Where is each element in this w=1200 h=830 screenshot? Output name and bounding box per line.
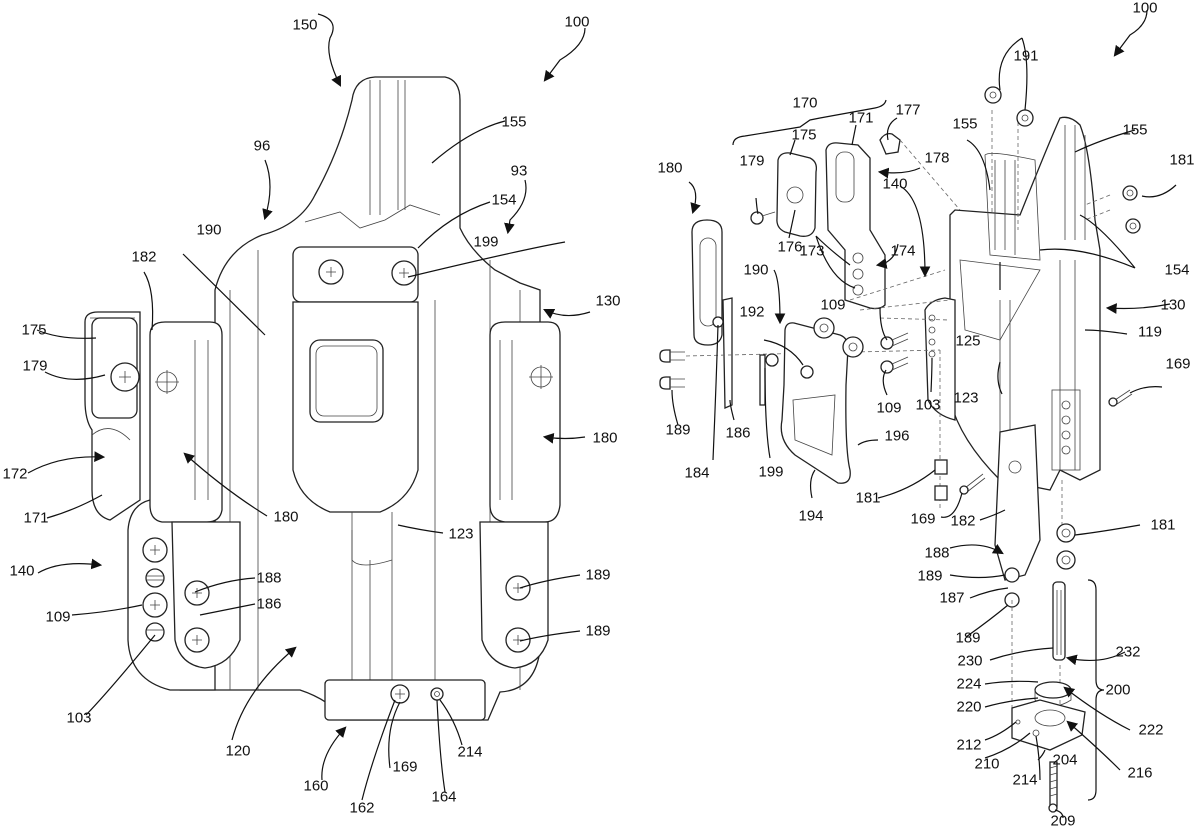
ref-label: 181 (1150, 516, 1176, 534)
ref-label: 173 (799, 242, 825, 260)
ref-label: 184 (684, 464, 710, 482)
plate-171-exploded (825, 142, 886, 310)
ref-label: 100 (564, 13, 590, 31)
ref-label: 169 (910, 510, 936, 528)
pin-230 (1052, 581, 1066, 661)
ref-label: 214 (457, 743, 483, 761)
ref-label: 220 (956, 698, 982, 716)
ref-label: 140 (882, 175, 908, 193)
ref-label: 119 (1138, 323, 1162, 341)
clip-180-right (489, 321, 561, 523)
ref-label: 192 (739, 303, 765, 321)
ref-label: 125 (955, 332, 981, 350)
ref-label: 176 (777, 238, 803, 256)
clip-180-left (149, 321, 223, 523)
ref-label: 130 (595, 292, 621, 310)
cap-220 (1034, 681, 1072, 699)
ref-label: 222 (1138, 721, 1164, 739)
exploded-holster-body (949, 116, 1101, 491)
ref-label: 190 (743, 261, 769, 279)
block-210 (1011, 699, 1086, 751)
ref-label: 210 (974, 755, 1000, 773)
ref-label: 169 (392, 758, 418, 776)
ref-label: 178 (924, 149, 950, 167)
ref-label: 204 (1052, 751, 1078, 769)
bracket-200 (1087, 579, 1105, 801)
ref-label: 190 (196, 221, 222, 239)
ref-label: 230 (957, 652, 983, 670)
ref-label: 160 (303, 777, 329, 795)
ref-label: 196 (884, 427, 910, 445)
ref-label: 175 (791, 126, 817, 144)
ref-label: 189 (917, 567, 943, 585)
ref-label: 155 (952, 115, 978, 133)
ref-label: 186 (256, 595, 282, 613)
ref-label: 224 (956, 675, 982, 693)
assembled-holster-view (27, 13, 591, 801)
ref-label: 199 (758, 463, 784, 481)
ref-label: 123 (953, 389, 979, 407)
set-screw-214-icon (430, 687, 444, 701)
ref-label: 180 (657, 159, 683, 177)
ref-label: 154 (491, 191, 517, 209)
ref-label: 164 (431, 788, 457, 806)
ref-label: 214 (1012, 771, 1038, 789)
ref-label: 103 (66, 709, 92, 727)
ref-label: 109 (45, 608, 71, 626)
ref-label: 171 (23, 509, 49, 527)
ref-label: 100 (1132, 0, 1158, 17)
ref-label: 177 (895, 101, 921, 119)
ref-label: 181 (1169, 151, 1195, 169)
ref-label: 162 (349, 799, 375, 817)
ref-label: 189 (585, 566, 611, 584)
ref-label: 175 (21, 321, 47, 339)
ref-label: 189 (665, 421, 691, 439)
ref-label: 155 (1122, 121, 1148, 139)
ref-label: 187 (939, 589, 965, 607)
ref-label: 189 (955, 629, 981, 647)
exploded-view (659, 9, 1177, 819)
ref-label: 188 (256, 569, 282, 587)
ref-label: 179 (22, 357, 48, 375)
belt-clip-190-exploded (780, 322, 851, 484)
ref-label: 188 (924, 544, 950, 562)
ref-label: 172 (2, 465, 28, 483)
ref-label: 200 (1105, 681, 1131, 699)
ref-label: 182 (950, 512, 976, 530)
ref-label: 199 (473, 233, 499, 251)
ref-label: 216 (1127, 764, 1153, 782)
ref-label: 232 (1115, 643, 1141, 661)
ref-label: 170 (792, 94, 818, 112)
ref-label: 109 (876, 399, 902, 417)
ref-label: 179 (739, 152, 765, 170)
ref-label: 93 (510, 162, 528, 180)
ref-label: 154 (1164, 261, 1190, 279)
pad-175-exploded (776, 152, 818, 237)
clip-180-exploded (691, 219, 723, 346)
ref-label: 180 (592, 429, 618, 447)
ref-label: 120 (225, 742, 251, 760)
ref-label: 212 (956, 736, 982, 754)
ref-label: 180 (273, 508, 299, 526)
clip-182-exploded (994, 424, 1041, 581)
ref-label: 169 (1165, 355, 1191, 373)
ref-label: 182 (131, 248, 157, 266)
ref-label: 96 (253, 137, 271, 155)
ref-label: 150 (292, 16, 318, 34)
ref-label: 123 (448, 525, 474, 543)
bracket-170 (732, 99, 887, 146)
ref-label: 140 (9, 562, 35, 580)
ref-label: 103 (915, 396, 941, 414)
ref-label: 155 (501, 113, 527, 131)
ref-label: 171 (848, 109, 874, 127)
ref-label: 209 (1050, 812, 1076, 830)
ref-label: 189 (585, 622, 611, 640)
ref-label: 174 (890, 242, 916, 260)
ref-label: 191 (1013, 47, 1039, 65)
ref-label: 194 (798, 507, 824, 525)
ref-label: 186 (725, 424, 751, 442)
ref-label: 130 (1160, 296, 1186, 314)
ref-label: 109 (820, 296, 846, 314)
ref-label: 181 (855, 489, 881, 507)
